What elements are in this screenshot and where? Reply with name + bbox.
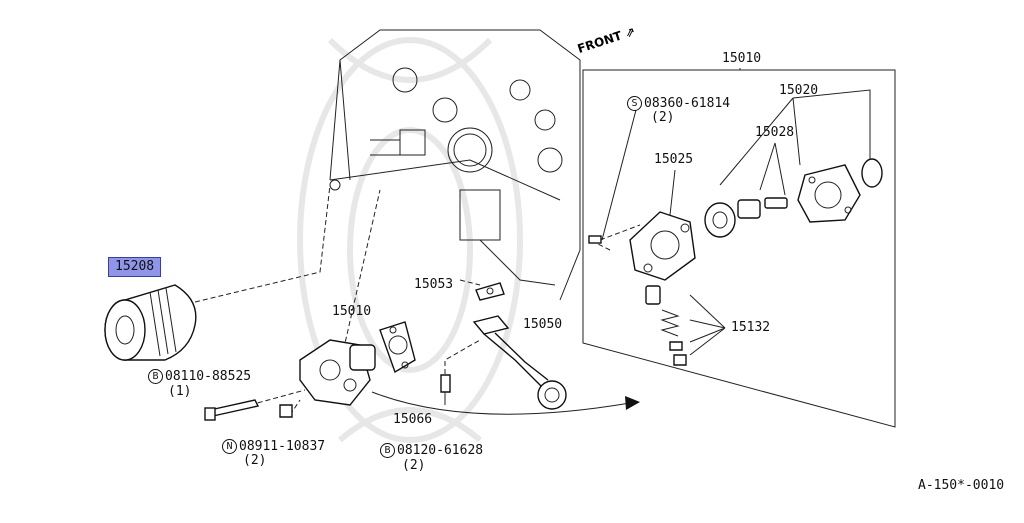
- part-number-15010-mid[interactable]: 15010: [332, 304, 372, 319]
- part-number-15025[interactable]: 15025: [654, 152, 694, 167]
- n-part-number: 08911-10837: [239, 439, 326, 454]
- n-circle-icon: N: [222, 439, 237, 454]
- fastener-n-qty: (2): [243, 453, 267, 468]
- diagram-reference-code: A-150*-0010: [918, 478, 1005, 493]
- bolt-drawings: [204, 235, 602, 421]
- oil-filter-drawing: [104, 284, 197, 361]
- fastener-s-qty: (2): [651, 110, 675, 125]
- engine-block-drawing: [329, 29, 581, 301]
- oil-pump-drawing: [299, 321, 416, 406]
- part-number-15020[interactable]: 15020: [779, 83, 819, 98]
- part-number-15066[interactable]: 15066: [393, 412, 433, 427]
- part-number-15132[interactable]: 15132: [731, 320, 771, 335]
- part-number-15053[interactable]: 15053: [414, 277, 454, 292]
- pump-internals-drawing: [629, 158, 883, 366]
- b-circle-icon: B: [148, 369, 163, 384]
- fastener-b2-qty: (2): [402, 458, 426, 473]
- b-circle-icon: B: [380, 443, 395, 458]
- oil-strainer-drawing: [472, 282, 567, 410]
- direction-arrow: [371, 391, 640, 415]
- b2-part-number: 08120-61628: [397, 443, 484, 458]
- s-circle-icon: S: [627, 96, 642, 111]
- part-number-15050[interactable]: 15050: [523, 317, 563, 332]
- leader-lines: [194, 184, 641, 416]
- fastener-b1-qty: (1): [168, 384, 192, 399]
- part-number-15010-top[interactable]: 15010: [722, 51, 762, 66]
- exploded-view-frame: [582, 68, 896, 428]
- part-number-15208[interactable]: 15208: [108, 257, 162, 277]
- part-number-15028[interactable]: 15028: [755, 125, 795, 140]
- s-part-number: 08360-61814: [644, 96, 731, 111]
- b1-part-number: 08110-88525: [165, 369, 252, 384]
